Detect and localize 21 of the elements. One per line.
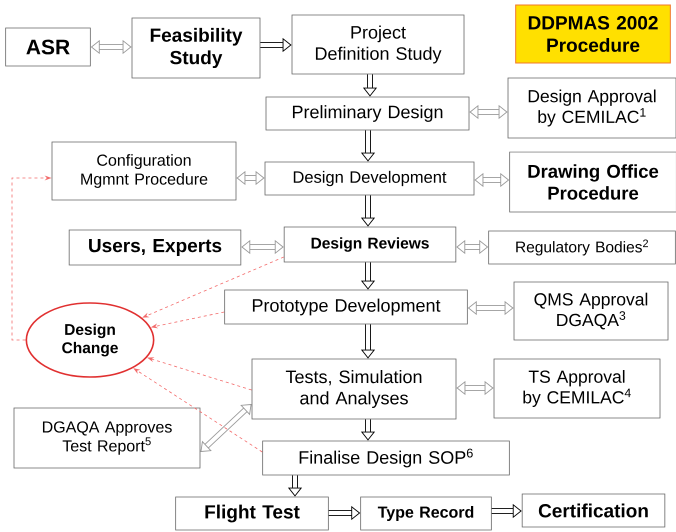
process-box: DGAQA Approves Test Report$^{5}$: [14, 408, 200, 468]
process-box: Flight Test: [175, 496, 329, 530]
process-box: QMS Approval DGAQA$^{3}$: [514, 282, 668, 340]
process-box: Certification: [522, 494, 666, 528]
process-box: Project Definition Study: [292, 14, 464, 74]
process-box: TS Approval by CEMILAC$^{4}$: [494, 358, 660, 418]
process-box: Configuration Mgmnt Procedure: [52, 142, 236, 200]
process-box: Preliminary Design: [266, 96, 470, 130]
process-box: Prototype Development: [224, 290, 468, 324]
process-box: Tests, Simulation and Analyses: [252, 358, 456, 420]
process-box: Feasibility Study: [132, 18, 260, 78]
process-box: Regulatory Bodies$^{2}$: [488, 230, 676, 264]
process-box: Design Approval by CEMILAC$^{1}$: [508, 78, 676, 138]
process-box: Design Development: [264, 162, 474, 196]
title-box: DDPMAS 2002 Procedure: [515, 4, 671, 64]
process-box: Design Reviews: [284, 226, 456, 262]
process-box: Users, Experts: [68, 230, 242, 266]
process-box: ASR: [5, 28, 91, 66]
process-box: Drawing Office Procedure: [509, 152, 676, 212]
process-box: Type Record: [360, 496, 492, 530]
process-box: Finalise Design SOP$^{6}$: [262, 440, 510, 476]
